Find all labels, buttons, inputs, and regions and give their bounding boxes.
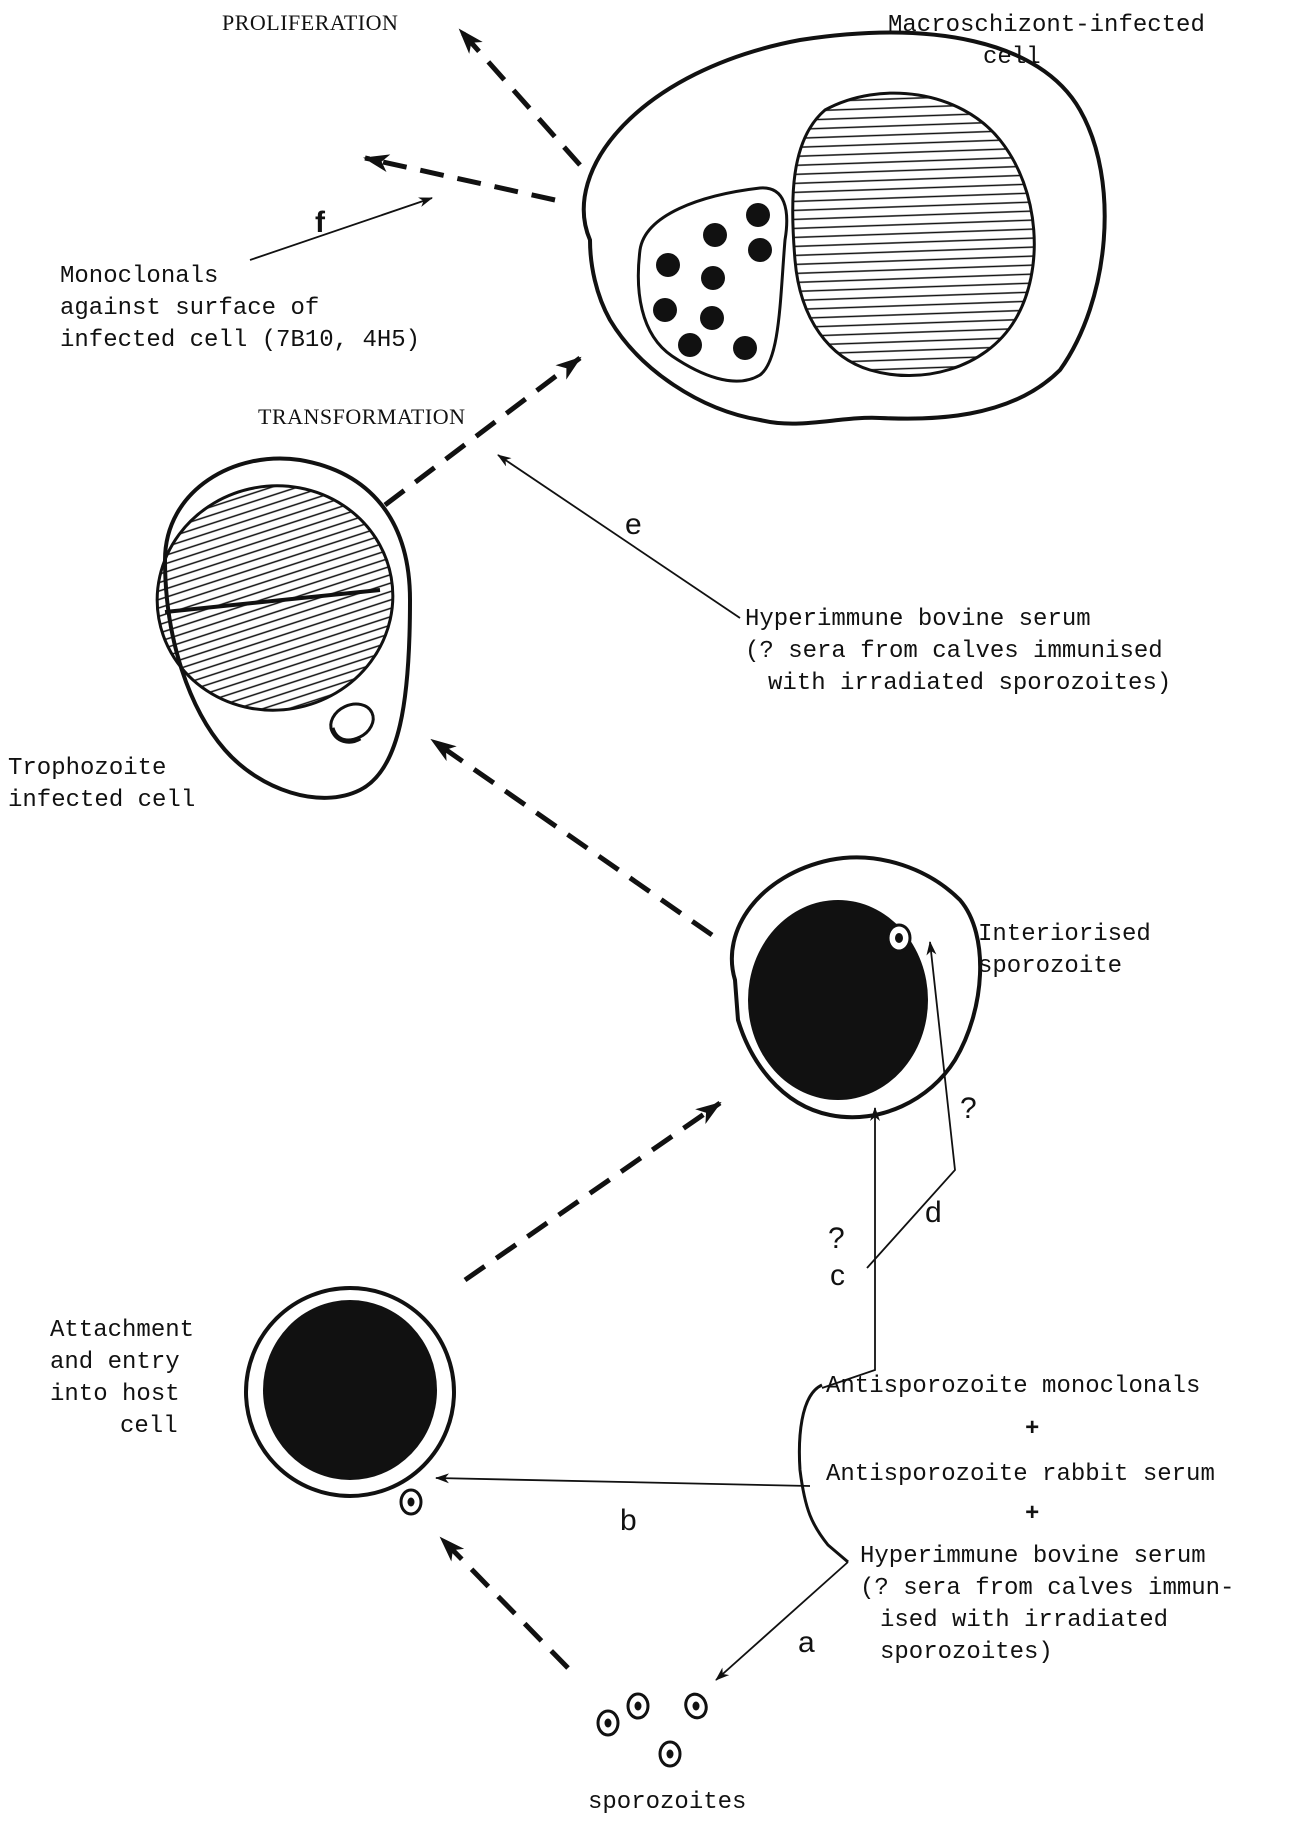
hyperimmune2-label-line3: ised with irradiated <box>880 1607 1168 1634</box>
interiorised-sporozoite-icon <box>888 925 910 951</box>
attachment-label-line1: Attachment <box>50 1317 194 1344</box>
transformation-arrow <box>385 358 580 505</box>
trophozoite-label-line2: infected cell <box>8 787 195 814</box>
transformation-label: TRANSFORMATION <box>258 404 465 429</box>
hyperimmune2-label-line2: (? sera from calves immun- <box>860 1575 1234 1602</box>
arrow-e <box>498 455 740 618</box>
trophozoite-arrow <box>432 740 712 935</box>
interiorised-label-line1: Interiorised <box>978 921 1151 948</box>
antisporozoite-monoclonals-label: Antisporozoite monoclonals <box>826 1373 1200 1400</box>
arrow-a <box>716 1562 848 1680</box>
letter-e: e <box>625 508 642 541</box>
attachment-cell <box>246 1288 454 1514</box>
attached-sporozoite-icon <box>401 1490 421 1514</box>
macroschizont-parasite <box>638 188 786 381</box>
hyperimmune-label-line3: with irradiated sporozoites) <box>768 670 1171 697</box>
attachment-label-line3: into host <box>50 1381 180 1408</box>
hyperimmune2-label-line1: Hyperimmune bovine serum <box>860 1543 1206 1570</box>
antisporozoite-rabbit-label: Antisporozoite rabbit serum <box>826 1461 1215 1488</box>
attachment-arrow <box>441 1538 568 1668</box>
monoclonals-label-line3: infected cell (7B10, 4H5) <box>60 327 420 354</box>
interiorised-sporozoite-cell <box>732 857 980 1117</box>
hyperimmune2-label-line4: sporozoites) <box>880 1639 1053 1666</box>
plus-sign-1: + <box>1025 1416 1039 1443</box>
arrow-f <box>250 198 432 260</box>
monoclonals-label-line1: Monoclonals <box>60 263 218 290</box>
hyperimmune-label-line1: Hyperimmune bovine serum <box>745 606 1091 633</box>
sporozoites-label: sporozoites <box>588 1789 746 1816</box>
attachment-label-line2: and entry <box>50 1349 180 1376</box>
schizont-nuclei <box>653 203 772 360</box>
sporozoite-icon <box>598 1711 618 1735</box>
trophozoite-parasite <box>325 697 379 746</box>
arrow-b <box>436 1478 810 1486</box>
monoclonals-label-line2: against surface of <box>60 295 319 322</box>
proliferation-arrow-up <box>460 30 580 165</box>
sporozoite-icon <box>628 1694 648 1718</box>
letter-b: b <box>620 1504 637 1537</box>
sporozoite-icon <box>660 1742 680 1766</box>
letter-f: f <box>315 206 326 239</box>
letter-q-c: ? <box>828 1222 845 1255</box>
text-labels: PROLIFERATION Macroschizont-infected cel… <box>8 10 1234 1816</box>
macroschizont-label-line1: Macroschizont-infected <box>888 12 1205 39</box>
proliferation-arrow-left <box>365 158 555 200</box>
free-sporozoites <box>598 1691 710 1766</box>
letter-d: d <box>925 1196 942 1229</box>
macroschizont-label-line2: cell <box>983 44 1041 71</box>
trophozoite-label-line1: Trophozoite <box>8 755 166 782</box>
proliferation-label: PROLIFERATION <box>222 10 398 35</box>
trophozoite-infected-cell <box>139 458 410 797</box>
letter-q-d: ? <box>960 1092 977 1125</box>
attachment-host-nucleus <box>263 1300 437 1480</box>
plus-sign-2: + <box>1025 1501 1039 1528</box>
letter-c: c <box>830 1259 845 1292</box>
letter-a: a <box>798 1626 815 1659</box>
interiorised-label-line2: sporozoite <box>978 953 1122 980</box>
macroschizont-nucleus <box>793 93 1035 375</box>
sporozoite-icon <box>682 1691 709 1720</box>
hyperimmune-label-line2: (? sera from calves immunised <box>745 638 1163 665</box>
macroschizont-infected-cell <box>584 33 1105 424</box>
attachment-label-line4: cell <box>120 1413 178 1440</box>
interiorisation-arrow <box>465 1103 720 1280</box>
